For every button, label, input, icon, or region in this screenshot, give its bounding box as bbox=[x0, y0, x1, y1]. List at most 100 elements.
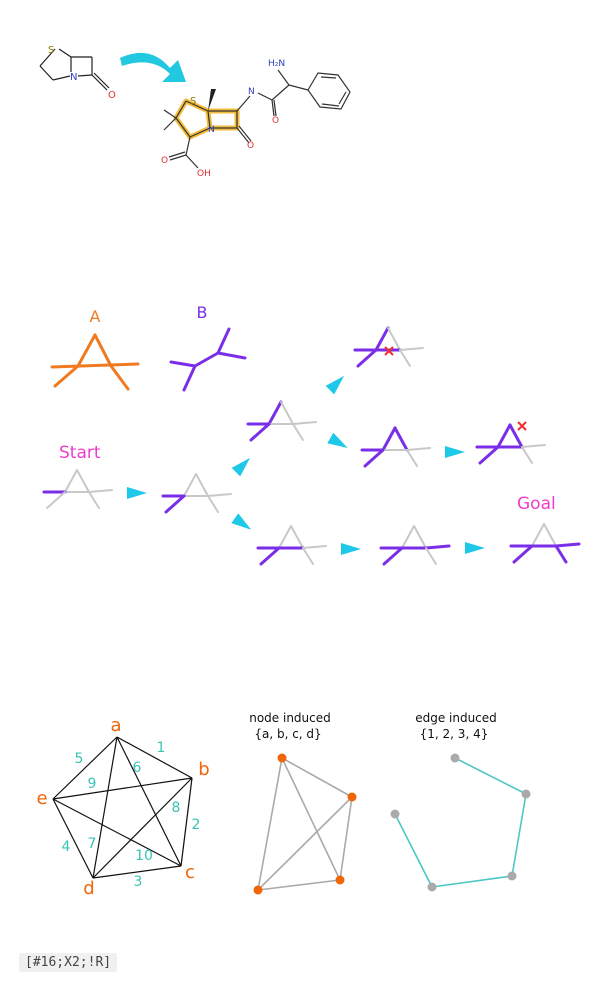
unmatched-edge bbox=[302, 547, 314, 565]
ampicillin-acid-oxygen-label: O bbox=[161, 156, 168, 166]
node-label: e bbox=[36, 788, 47, 809]
unmatched-edge bbox=[425, 547, 437, 565]
induced-edge bbox=[281, 757, 353, 798]
matched-edge bbox=[267, 400, 283, 426]
search-step-arrow-icon bbox=[465, 542, 485, 554]
complete-graph-k5 bbox=[52, 736, 193, 879]
matched-edge bbox=[554, 544, 568, 564]
smarts-pattern: [#16;X2;!R] bbox=[19, 953, 118, 972]
ampicillin-amide-nitrogen-label: N bbox=[248, 87, 255, 97]
unmatched-edge bbox=[46, 491, 66, 509]
unmatched-edge bbox=[278, 525, 292, 549]
induced-node bbox=[427, 882, 437, 892]
induced-node bbox=[277, 753, 287, 763]
node-induced-set: {a, b, c, d} bbox=[254, 727, 321, 741]
graph-edge bbox=[52, 798, 94, 879]
induced-node bbox=[347, 792, 357, 802]
unmatched-edge bbox=[207, 495, 219, 513]
search-step-arrow-icon bbox=[231, 513, 252, 530]
unmatched-edge bbox=[521, 446, 533, 464]
matched-edge bbox=[424, 544, 451, 550]
unmatched-edge bbox=[406, 447, 431, 451]
edge-label: 5 bbox=[75, 751, 84, 767]
state-5 bbox=[360, 426, 431, 468]
node-label: b bbox=[198, 759, 209, 780]
node-label: c bbox=[185, 862, 195, 883]
unmatched-edge bbox=[413, 525, 427, 549]
induced-node bbox=[390, 809, 400, 819]
state-6-dead bbox=[475, 421, 546, 465]
unmatched-edge bbox=[387, 327, 401, 351]
unmatched-edge bbox=[292, 421, 317, 425]
matched-edge bbox=[363, 448, 385, 468]
unmatched-edge bbox=[521, 444, 546, 448]
matched-edge bbox=[356, 348, 378, 368]
induced-edge bbox=[257, 757, 283, 891]
unmatched-edge bbox=[76, 469, 90, 493]
unmatched-edge bbox=[290, 525, 304, 549]
graph-edge bbox=[92, 736, 118, 879]
small-oxygen-label: O bbox=[108, 90, 116, 101]
unmatched-edge bbox=[292, 423, 304, 441]
state-7 bbox=[256, 525, 327, 566]
graph-edge bbox=[52, 798, 182, 867]
induced-edge bbox=[339, 796, 353, 881]
matched-edge bbox=[496, 423, 512, 449]
node-induced-subgraph bbox=[253, 753, 357, 895]
edge-label: 1 bbox=[157, 740, 166, 756]
node-induced-title: node induced bbox=[249, 711, 331, 725]
small-nitrogen-label: N bbox=[70, 72, 77, 83]
matched-edge bbox=[374, 326, 390, 352]
induced-edge bbox=[281, 757, 341, 881]
edge-induced-subgraph bbox=[390, 753, 531, 892]
graph-edge bbox=[52, 736, 118, 800]
edge-label: 7 bbox=[88, 836, 97, 852]
induced-node bbox=[507, 871, 517, 881]
ampicillin-amide-oxygen-label: O bbox=[272, 116, 279, 126]
edge-label: 3 bbox=[134, 874, 143, 890]
search-states bbox=[42, 326, 581, 566]
unmatched-edge bbox=[399, 347, 424, 351]
induced-node bbox=[253, 885, 263, 895]
node-label: d bbox=[83, 878, 94, 899]
conflict-x-icon bbox=[517, 421, 527, 431]
graph-edge bbox=[116, 736, 193, 779]
matched-edge bbox=[512, 544, 534, 564]
start-label: Start bbox=[59, 443, 101, 463]
pattern-a-label: A bbox=[90, 307, 101, 326]
matched-edge bbox=[382, 546, 404, 566]
unmatched-edge bbox=[399, 349, 411, 367]
search-step-arrow-icon bbox=[327, 432, 348, 448]
graph-edge bbox=[180, 777, 193, 867]
state-goal bbox=[509, 523, 581, 564]
matched-edge bbox=[164, 494, 186, 514]
goal-label: Goal bbox=[517, 494, 556, 514]
induced-edge bbox=[454, 757, 527, 795]
graph-edge bbox=[92, 777, 193, 879]
unmatched-edge bbox=[302, 545, 327, 549]
unmatched-edge bbox=[88, 491, 100, 509]
graph-edge bbox=[52, 777, 193, 800]
matched-edge bbox=[554, 542, 581, 548]
pattern-a bbox=[50, 333, 140, 391]
unmatched-edge bbox=[406, 449, 418, 467]
induced-edge bbox=[431, 875, 513, 888]
unmatched-edge bbox=[531, 523, 545, 547]
ampicillin-sulfur-label: S bbox=[190, 96, 196, 107]
state-4-dead bbox=[353, 326, 424, 368]
graph-edge bbox=[92, 865, 182, 879]
pattern-b bbox=[169, 327, 247, 392]
search-step-arrow-icon bbox=[341, 543, 361, 555]
matched-edge bbox=[393, 426, 409, 452]
unmatched-edge bbox=[88, 489, 113, 493]
edge-induced-title: edge induced bbox=[415, 711, 497, 725]
induced-edge bbox=[394, 813, 433, 888]
ampicillin-molecule: S N H₂N N O O O OH bbox=[161, 59, 351, 179]
ampicillin-hydroxyl-label: OH bbox=[197, 169, 211, 179]
edge-label: 9 bbox=[88, 776, 97, 792]
pattern-b-label: B bbox=[197, 303, 208, 322]
induced-node bbox=[335, 875, 345, 885]
state-8 bbox=[379, 525, 451, 566]
